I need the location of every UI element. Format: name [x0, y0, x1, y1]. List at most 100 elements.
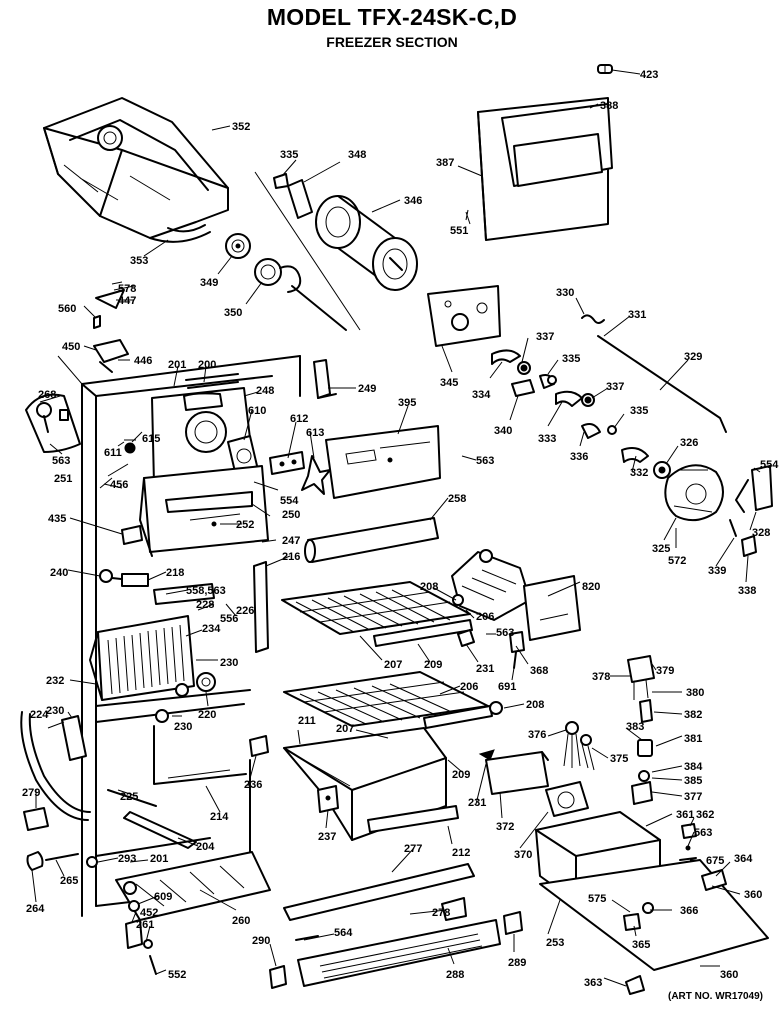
- parts-334-340-linkage: [491, 349, 649, 463]
- part-345-mounting-plate: [427, 285, 501, 347]
- part-label-230: 230: [46, 705, 64, 717]
- part-label-610: 610: [248, 405, 266, 417]
- part-label-328: 328: [752, 527, 770, 539]
- part-label-277: 277: [404, 843, 422, 855]
- part-label-575: 575: [588, 893, 606, 905]
- part-237-bracket: [317, 785, 339, 813]
- part-label-370: 370: [514, 849, 532, 861]
- part-label-258: 258: [448, 493, 466, 505]
- part-label-387: 387: [436, 157, 454, 169]
- part-214-drain-panel: [153, 725, 247, 785]
- part-label-240: 240: [50, 567, 68, 579]
- part-label-350: 350: [224, 307, 242, 319]
- part-label-372: 372: [496, 821, 514, 833]
- part-label-554: 554: [280, 495, 299, 507]
- part-label-552: 552: [168, 969, 186, 981]
- part-395-panel: [325, 425, 441, 499]
- part-label-252: 252: [236, 519, 254, 531]
- part-346-auger: [315, 195, 418, 291]
- part-label-253: 253: [546, 937, 564, 949]
- leader-lines: [31, 69, 761, 987]
- part-label-261: 261: [136, 919, 154, 931]
- part-348-blade: [287, 179, 313, 219]
- part-379-378-switch-assy: [627, 655, 655, 723]
- part-label-224: 224: [30, 709, 49, 721]
- part-label-247: 247: [282, 535, 300, 547]
- part-label-349: 349: [200, 277, 218, 289]
- part-label-250: 250: [282, 509, 300, 521]
- part-label-325: 325: [652, 543, 670, 555]
- part-label-362: 362: [696, 809, 714, 821]
- part-label-208: 208: [420, 581, 438, 593]
- part-label-361: 361: [676, 809, 694, 821]
- part-289-clip: [503, 911, 523, 935]
- part-label-563: 563: [52, 455, 70, 467]
- part-label-339: 339: [708, 565, 726, 577]
- part-label-381: 381: [684, 733, 702, 745]
- part-label-563: 563: [476, 455, 494, 467]
- part-label-207: 207: [336, 723, 354, 735]
- part-label-363: 363: [584, 977, 602, 989]
- part-label-289: 289: [508, 957, 526, 969]
- part-label-208: 208: [526, 699, 544, 711]
- part-label-209: 209: [424, 659, 442, 671]
- part-label-201: 201: [150, 853, 168, 865]
- part-224-defrost-tube: [20, 711, 91, 821]
- part-label-231: 231: [468, 797, 486, 809]
- part-277-rail: [283, 863, 475, 921]
- part-339-338-screws: [729, 519, 757, 557]
- part-label-204: 204: [196, 841, 215, 853]
- part-216-channel: [253, 561, 269, 653]
- part-label-611: 611: [104, 447, 122, 459]
- part-label-249: 249: [358, 383, 376, 395]
- part-label-563: 563: [694, 827, 712, 839]
- part-label-237: 237: [318, 831, 336, 843]
- part-label-578: 578: [118, 283, 136, 295]
- part-209-shelf-trim-upper: [373, 619, 473, 647]
- part-label-214: 214: [210, 811, 229, 823]
- part-label-572: 572: [668, 555, 686, 567]
- part-226-evaporator: [89, 615, 195, 701]
- part-label-340: 340: [494, 425, 512, 437]
- part-288-kickplate: [297, 919, 501, 987]
- part-label-820: 820: [582, 581, 600, 593]
- part-label-675: 675: [706, 855, 724, 867]
- part-212-bin-trim: [367, 805, 459, 833]
- part-label-265: 265: [60, 875, 78, 887]
- part-372-cover: [485, 751, 549, 795]
- part-612-bracket: [269, 451, 305, 475]
- part-558-cover: [153, 583, 215, 605]
- part-label-556: 556: [220, 613, 238, 625]
- part-label-335: 335: [630, 405, 648, 417]
- part-label-200: 200: [198, 359, 216, 371]
- part-label-348: 348: [348, 149, 366, 161]
- part-248-evaporator-cover: [124, 387, 255, 485]
- part-label-288: 288: [446, 969, 464, 981]
- part-label-446: 446: [134, 355, 152, 367]
- part-label-228: 228: [196, 599, 214, 611]
- part-label-226: 226: [236, 605, 254, 617]
- part-label-564: 564: [334, 927, 353, 939]
- part-423-drawing: [597, 64, 613, 74]
- part-label-209: 209: [452, 769, 470, 781]
- part-293-clip: [86, 856, 98, 868]
- part-label-558-563: 558,563: [186, 585, 226, 597]
- part-613-fan-blade: [301, 455, 331, 495]
- part-label-353: 353: [130, 255, 148, 267]
- part-label-613: 613: [306, 427, 324, 439]
- part-label-248: 248: [256, 385, 274, 397]
- part-label-231: 231: [476, 663, 494, 675]
- part-label-447: 447: [118, 295, 136, 307]
- part-388-door: [501, 103, 613, 187]
- part-label-268: 268: [38, 389, 56, 401]
- part-label-395: 395: [398, 397, 416, 409]
- part-264-roller: [26, 851, 79, 871]
- part-236-clip: [249, 735, 269, 757]
- part-label-379: 379: [656, 665, 674, 677]
- part-206-wire-shelf-lower: [283, 671, 489, 727]
- part-label-378: 378: [592, 671, 610, 683]
- part-label-212: 212: [452, 847, 470, 859]
- part-label-380: 380: [686, 687, 704, 699]
